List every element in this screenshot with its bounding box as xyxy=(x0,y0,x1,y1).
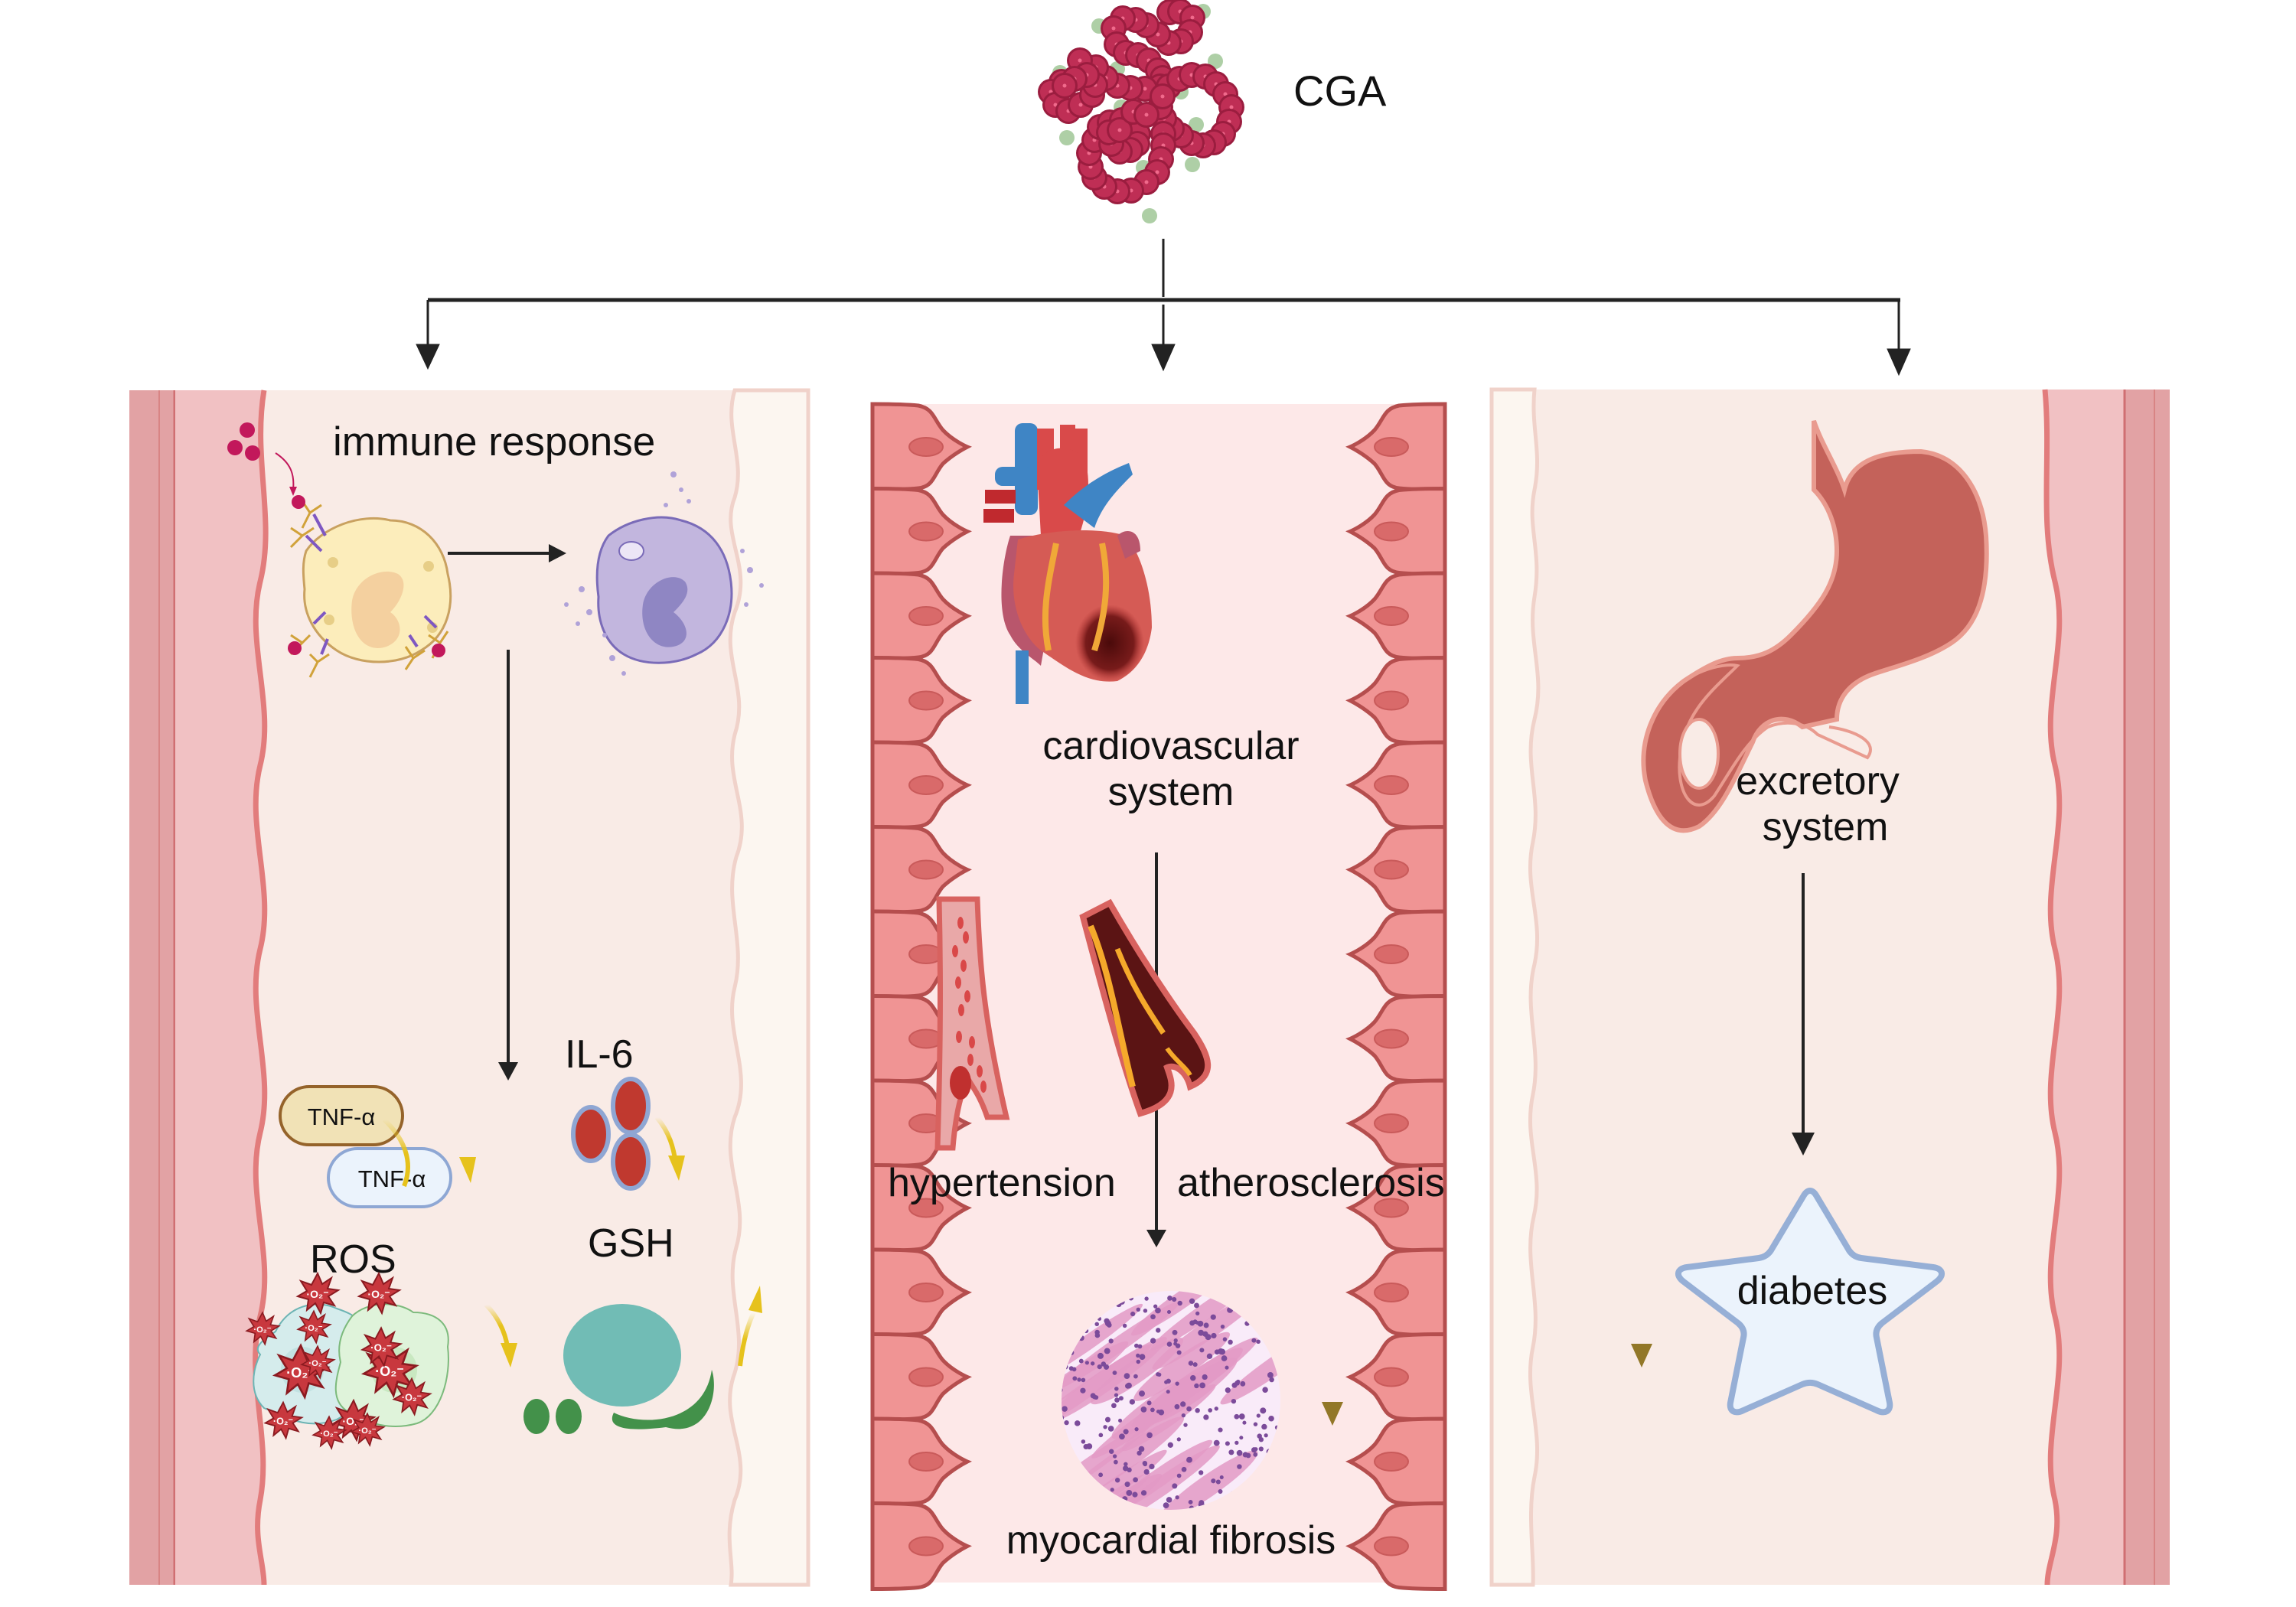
vessel-middle-layer xyxy=(175,390,266,1585)
svg-text:·O₂⁻: ·O₂⁻ xyxy=(308,1359,326,1368)
superoxide-radicals: ·O₂⁻·O₂⁻·O₂⁻·O₂⁻·O₂⁻·O₂⁻·O₂⁻·O₂⁻·O₂⁻·O₂⁻… xyxy=(246,1273,432,1449)
arrow-right-icon xyxy=(448,544,566,562)
molecule-side-group xyxy=(1185,157,1200,172)
neutrophil-icon xyxy=(564,471,764,676)
atherosclerosis-vessel-icon xyxy=(1079,898,1212,1117)
diabetes-star: diabetes xyxy=(1675,1188,1945,1416)
molecule-side-group xyxy=(1059,130,1075,145)
cardiovascular-heading-line1: cardiovascular xyxy=(1042,724,1299,768)
molecule-bead xyxy=(1052,73,1078,99)
superoxide-icon: ·O₂⁻ xyxy=(351,1413,385,1446)
superoxide-icon: ·O₂⁻ xyxy=(301,1345,335,1379)
superoxide-icon: ·O₂⁻ xyxy=(361,1327,402,1367)
b-cell-icon xyxy=(288,495,452,678)
svg-text:TNF-α: TNF-α xyxy=(308,1103,376,1130)
svg-text:·O₂⁻: ·O₂⁻ xyxy=(253,1325,271,1335)
excretory-heading-line2: system xyxy=(1763,805,1889,849)
svg-text:·O₂⁻: ·O₂⁻ xyxy=(306,1288,328,1300)
vessel-middle-layer xyxy=(2045,390,2124,1585)
branch-connector xyxy=(416,239,1911,376)
heart-icon xyxy=(983,423,1152,704)
trend-down-icon xyxy=(1631,1274,1652,1367)
arrow-down-icon xyxy=(416,344,440,370)
tnf-alpha-badge-1: TNF-α xyxy=(279,1085,404,1146)
arrow-down-icon xyxy=(1792,873,1815,1156)
molecule-bead-chain xyxy=(1038,0,1244,204)
cardiovascular-panel: cardiovascular system hypertension xyxy=(872,404,1445,1589)
vessel-intima xyxy=(253,390,269,1586)
cga-title: CGA xyxy=(1293,67,1387,115)
vessel-intima xyxy=(2042,389,2063,1586)
svg-text:·O₂⁻: ·O₂⁻ xyxy=(358,1426,376,1436)
antigen-icon xyxy=(227,422,297,496)
svg-text:TNF-α: TNF-α xyxy=(358,1165,426,1192)
svg-text:·O₂⁻: ·O₂⁻ xyxy=(273,1416,294,1426)
arrow-down-icon xyxy=(498,650,518,1081)
svg-text:·O₂⁻: ·O₂⁻ xyxy=(402,1392,422,1403)
trend-down-icon xyxy=(484,1302,517,1367)
immune-response-heading: immune response xyxy=(333,419,655,464)
svg-text:·O₂⁻: ·O₂⁻ xyxy=(305,1324,322,1333)
superoxide-icon: ·O₂⁻ xyxy=(358,1273,400,1314)
gsh-label: GSH xyxy=(588,1221,674,1266)
hypertension-vessel-icon xyxy=(934,896,1010,1151)
superoxide-icon: ·O₂⁻ xyxy=(264,1401,303,1439)
myocardial-fibrosis-label: myocardial fibrosis xyxy=(1006,1518,1336,1563)
superoxide-icon: ·O₂⁻ xyxy=(297,1273,339,1314)
superoxide-icon: ·O₂⁻ xyxy=(362,1342,418,1397)
immune-panel: immune response xyxy=(129,388,810,1587)
molecule-bead xyxy=(1133,102,1159,128)
atherosclerosis-label: atherosclerosis xyxy=(1177,1161,1445,1205)
vessel-outer-layer xyxy=(129,390,175,1585)
stomach-icon xyxy=(1641,420,1989,833)
superoxide-icon: ·O₂⁻ xyxy=(246,1312,280,1345)
tnf-alpha-badge-2: TNF-α xyxy=(327,1147,452,1208)
arrow-down-icon xyxy=(1151,344,1176,372)
gsh-icon xyxy=(523,1304,714,1434)
svg-text:·O₂⁻: ·O₂⁻ xyxy=(320,1429,338,1439)
trend-up-icon xyxy=(738,1286,762,1367)
superoxide-icon: ·O₂⁻ xyxy=(297,1310,331,1344)
ros-label: ROS xyxy=(310,1237,396,1282)
trend-down-icon xyxy=(654,1116,685,1181)
superoxide-icon: ·O₂⁻ xyxy=(273,1344,329,1399)
tissue-edge xyxy=(727,388,810,1587)
vessel-outer-layer xyxy=(2124,390,2170,1585)
svg-text:·O₂⁻: ·O₂⁻ xyxy=(375,1364,404,1379)
il6-label: IL-6 xyxy=(565,1032,634,1077)
excretory-heading-line1: excretory xyxy=(1736,759,1900,804)
cardiovascular-heading-line2: system xyxy=(1108,770,1234,814)
cga-molecule-icon xyxy=(1038,0,1244,223)
svg-text:·O₂⁻: ·O₂⁻ xyxy=(367,1288,390,1300)
svg-text:·O₂⁻: ·O₂⁻ xyxy=(370,1342,392,1354)
arrow-down-icon xyxy=(1887,348,1911,376)
diabetes-label: diabetes xyxy=(1737,1269,1888,1313)
molecule-side-group xyxy=(1142,208,1157,223)
superoxide-icon: ·O₂⁻ xyxy=(393,1377,432,1416)
tissue-edge xyxy=(1489,387,1541,1587)
excretory-panel: excretory system diabetes xyxy=(1489,387,2170,1587)
trend-down-icon xyxy=(1322,1335,1343,1426)
molecule-side-group xyxy=(1189,117,1204,132)
superoxide-icon: ·O₂⁻ xyxy=(312,1416,347,1449)
trend-down-icon xyxy=(382,1117,476,1188)
svg-text:·O₂⁻: ·O₂⁻ xyxy=(286,1365,315,1380)
il6-cells-icon xyxy=(571,1077,651,1191)
hypertension-label: hypertension xyxy=(888,1161,1116,1205)
